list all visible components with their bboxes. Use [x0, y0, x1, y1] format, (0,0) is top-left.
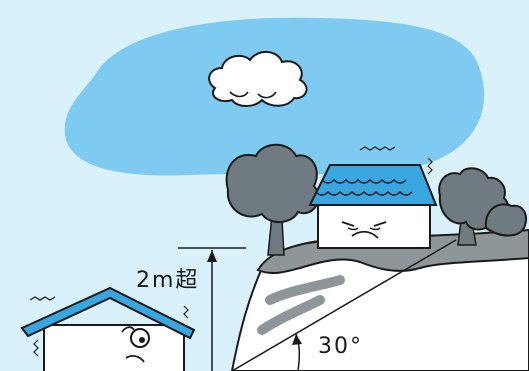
height-label: 2m超: [136, 262, 199, 294]
angle-label: 30°: [318, 334, 363, 359]
